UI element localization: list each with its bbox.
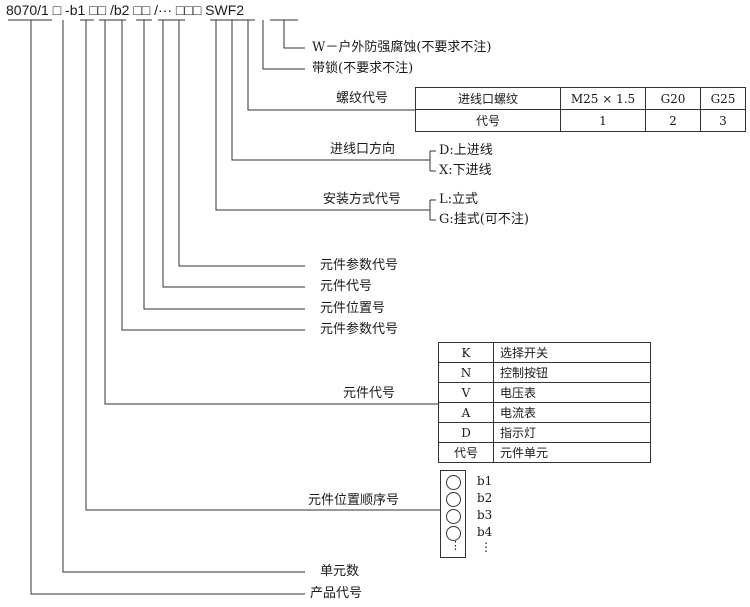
cell: 电压表	[493, 382, 651, 403]
position-label: b1	[477, 474, 493, 488]
leader-pos-seq	[85, 20, 440, 511]
leader-pos2	[143, 20, 305, 310]
leader-param2	[178, 20, 305, 267]
cell: 控制按钮	[493, 362, 651, 383]
cell: 进线口螺纹	[415, 87, 561, 110]
leader-comp1	[104, 20, 438, 405]
leader-w	[283, 20, 305, 49]
leader-mount	[215, 20, 436, 221]
leader-thread	[247, 20, 415, 111]
leader-product	[30, 20, 305, 595]
label-unit-count: 单元数	[320, 564, 360, 579]
leader-lock	[262, 20, 305, 70]
cell: 代号	[438, 442, 494, 463]
label-param-code-2: 元件参数代号	[320, 258, 399, 273]
cell: N	[438, 362, 494, 383]
cell: 代号	[415, 109, 561, 132]
position-box: ⋮	[440, 470, 466, 558]
option-mount-floor: L:立式	[439, 192, 479, 207]
table-row: 进线口螺纹 M25 × 1.5 G20 G25	[415, 87, 746, 110]
label-outdoor: W－户外防强腐蚀(不要求不注)	[312, 40, 492, 55]
position-label: b2	[477, 491, 493, 505]
cell: 选择开关	[493, 342, 651, 363]
leader-param1	[121, 20, 305, 331]
cell: 3	[700, 109, 746, 132]
ellipsis-icon: ⋮	[450, 539, 461, 552]
leader-comp2	[162, 20, 305, 288]
label-component-code-1: 元件代号	[343, 386, 396, 401]
circle-icon	[446, 492, 461, 507]
label-mount: 安装方式代号	[323, 192, 402, 207]
cell: G25	[700, 87, 746, 110]
cell: 指示灯	[493, 422, 651, 443]
label-product-code: 产品代号	[310, 586, 363, 601]
cell: 2	[645, 109, 701, 132]
model-code: 8070/1 □ -b1 □□ /b2 □□ /··· □□□ SWF2	[6, 2, 245, 18]
position-label: ⋮	[480, 540, 492, 554]
table-row: 代号元件单元	[438, 442, 651, 463]
cell: 元件单元	[493, 442, 651, 463]
label-inlet-direction: 进线口方向	[330, 142, 396, 157]
option-inlet-top: D:上进线	[439, 143, 493, 158]
cell: D	[438, 422, 494, 443]
option-inlet-bottom: X:下进线	[439, 163, 492, 178]
leader-units	[62, 20, 305, 573]
label-param-code-1: 元件参数代号	[320, 322, 399, 337]
cell: 电流表	[493, 402, 651, 423]
thread-table: 进线口螺纹 M25 × 1.5 G20 G25 代号 1 2 3	[415, 87, 746, 132]
cell: K	[438, 342, 494, 363]
position-label: b3	[477, 508, 493, 522]
position-label: b4	[477, 525, 493, 539]
cell: A	[438, 402, 494, 423]
table-row: 代号 1 2 3	[415, 109, 746, 132]
cell: V	[438, 382, 494, 403]
option-mount-wall: G:挂式(可不注)	[439, 212, 529, 227]
label-position-sequence: 元件位置顺序号	[308, 493, 400, 508]
label-component-code-2: 元件代号	[320, 279, 373, 294]
label-position-2: 元件位置号	[320, 301, 386, 316]
label-thread-code: 螺纹代号	[336, 91, 389, 106]
leader-inlet	[231, 20, 436, 172]
cell: G20	[645, 87, 701, 110]
label-lock: 带锁(不要求不注)	[312, 61, 414, 76]
circle-icon	[446, 475, 461, 490]
circle-icon	[446, 509, 461, 524]
cell: M25 × 1.5	[560, 87, 646, 110]
circle-icon	[446, 526, 461, 541]
cell: 1	[560, 109, 646, 132]
